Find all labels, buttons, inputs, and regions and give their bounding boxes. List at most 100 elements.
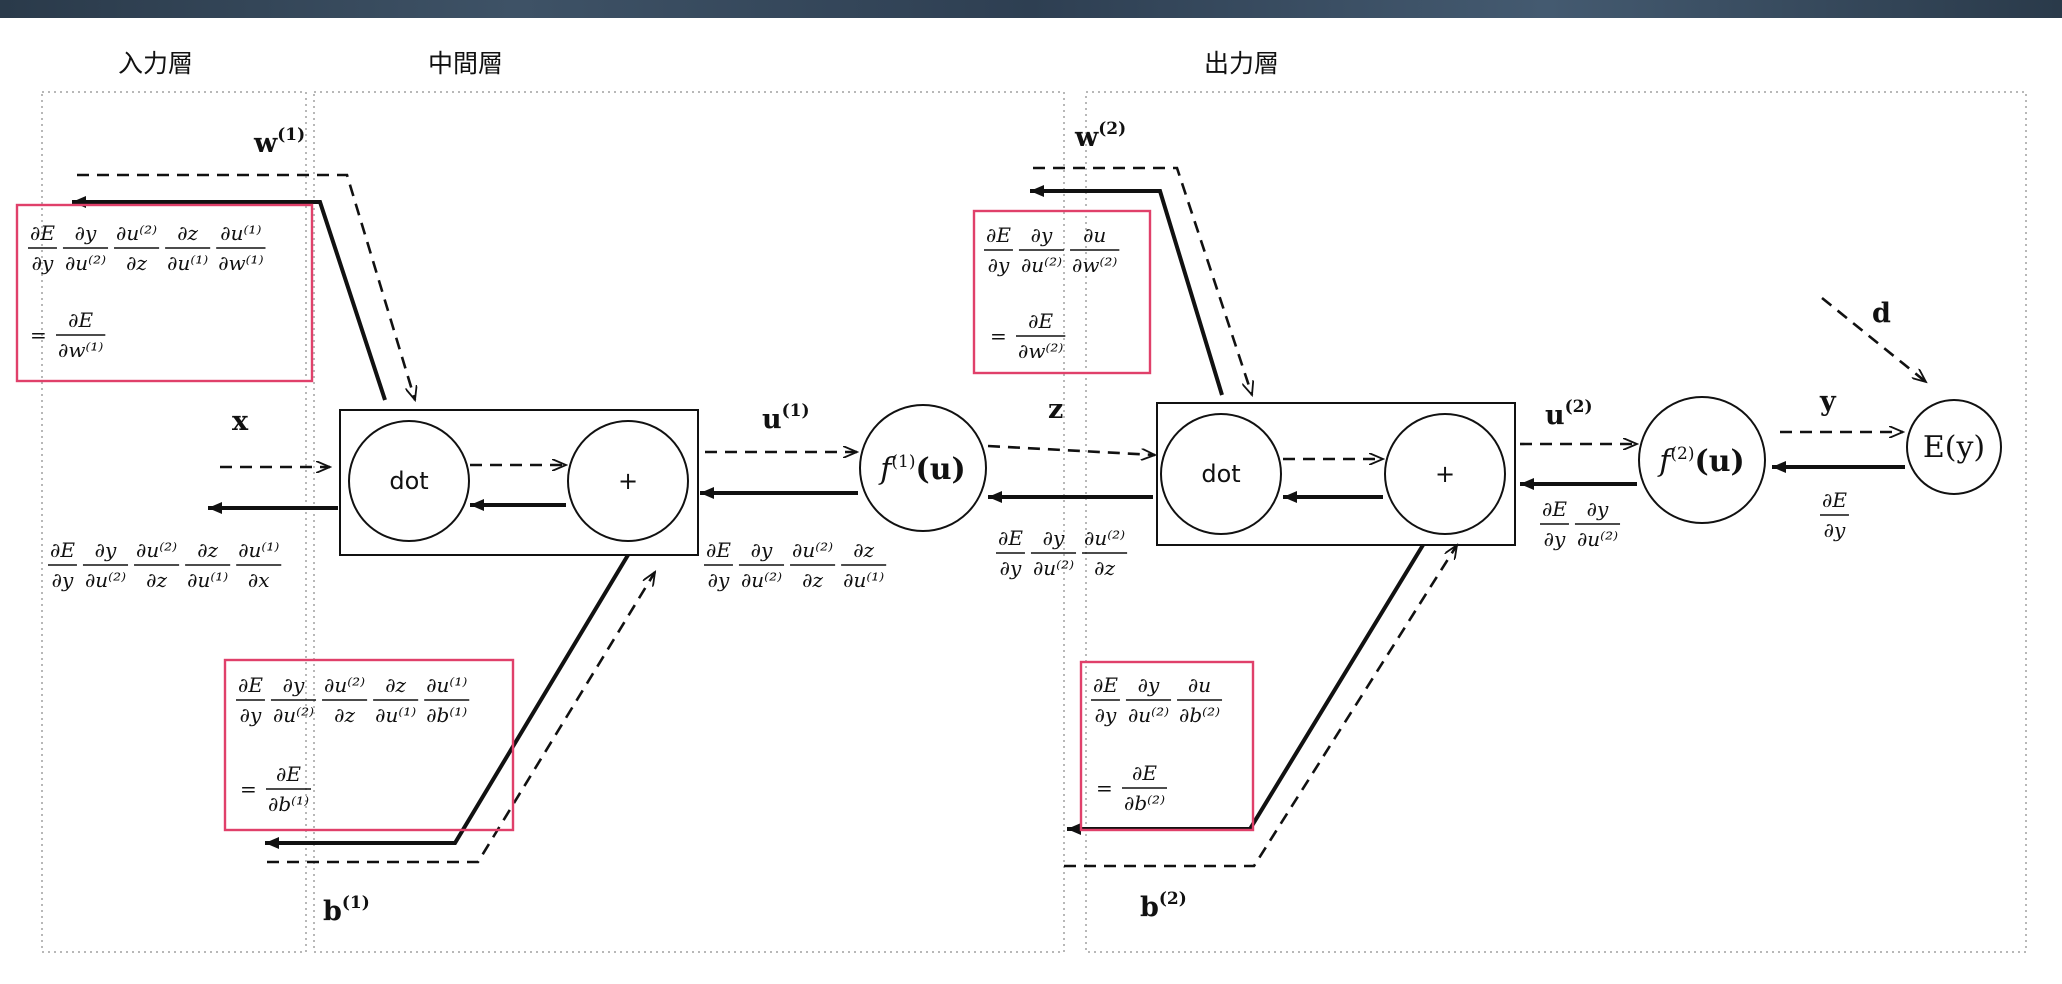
grad_b1-frac-3-den: ∂u⁽¹⁾: [375, 703, 416, 727]
grad_w2-result-den: ∂w⁽²⁾: [1018, 339, 1063, 363]
grad_x-frac-0: ∂E∂y: [48, 538, 77, 592]
grad_x-frac-3-num: ∂z: [197, 538, 218, 562]
grad_z-frac-1-num: ∂y: [1043, 526, 1065, 550]
window-top-bar: [0, 0, 2062, 18]
grad_u2-frac-0-num: ∂E: [1542, 497, 1567, 521]
grad-b2-box: [1079, 660, 1255, 832]
grad_w2-frac-1-num: ∂y: [1031, 223, 1053, 247]
input-layer-title: 入力層: [118, 49, 193, 78]
label-b2: b(2): [1140, 889, 1187, 923]
grad_u1-frac-2-num: ∂u⁽²⁾: [792, 538, 833, 562]
grad_w2-result: ∂E∂w⁽²⁾: [1016, 309, 1066, 363]
formula-grad-w2: ∂E∂y∂y∂u⁽²⁾∂u∂w⁽²⁾=∂E∂w⁽²⁾: [984, 223, 1120, 363]
grad_w1-frac-0-num: ∂E: [30, 221, 55, 245]
grad-w1-box: [15, 203, 314, 383]
grad_u2-frac-1: ∂y∂u⁽²⁾: [1574, 497, 1621, 551]
grad_w2-equals: =: [990, 324, 1007, 348]
grad_x-frac-3: ∂z ∂u⁽¹⁾: [185, 538, 231, 592]
grad_x-frac-1-den: ∂u⁽²⁾: [85, 568, 126, 592]
grad_u1-frac-3-den: ∂u⁽¹⁾: [843, 568, 884, 592]
grad_b1-frac-4-den: ∂b⁽¹⁾: [426, 703, 467, 727]
forward-w1: [77, 173, 415, 400]
formula-grad-b1: ∂E∂y∂y∂u⁽²⁾∂u⁽²⁾∂z∂z∂u⁽¹⁾∂u⁽¹⁾∂b⁽¹⁾=∂E∂b…: [236, 673, 470, 816]
formula-grad-z: ∂E∂y∂y∂u⁽²⁾∂u⁽²⁾∂z: [996, 526, 1128, 580]
grad_w1-result: ∂E∂w⁽¹⁾: [56, 308, 106, 362]
grad_u1-frac-1-den: ∂u⁽²⁾: [741, 568, 782, 592]
middle-layer-region: [313, 91, 1065, 953]
label-z: z: [1048, 394, 1063, 425]
grad_w2-frac-2-den: ∂w⁽²⁾: [1072, 253, 1117, 277]
grad_b2-frac-2: ∂u∂b⁽²⁾: [1177, 673, 1223, 727]
dot-node-2-label: dot: [1201, 460, 1240, 488]
grad_w1-frac-4-den: ∂w⁽¹⁾: [218, 251, 263, 275]
grad_b1-frac-0: ∂E∂y: [236, 673, 265, 727]
grad_b2-equals: =: [1096, 776, 1113, 800]
formula-grad-w1: ∂E∂y∂y∂u⁽²⁾∂u⁽²⁾∂z∂z∂u⁽¹⁾∂u⁽¹⁾∂w⁽¹⁾=∂E∂w…: [28, 221, 266, 362]
grad_w2-frac-0-den: ∂y: [988, 253, 1010, 277]
activation-node-1: [859, 404, 987, 532]
grad_x-frac-4-num: ∂u⁽¹⁾: [238, 538, 279, 562]
grad_u1-frac-0-den: ∂y: [708, 568, 730, 592]
loss-node-label: E(y): [1923, 430, 1985, 465]
forward-b1: [267, 572, 655, 864]
grad_b2-frac-1-num: ∂y: [1138, 673, 1160, 697]
output-layer-title: 出力層: [1204, 49, 1279, 78]
grad_w2-frac-0: ∂E∂y: [984, 223, 1013, 277]
grad_w1-frac-1: ∂y∂u⁽²⁾: [62, 221, 109, 275]
grad_y-frac-0-den: ∂y: [1824, 518, 1846, 542]
grad_b1-result: ∂E∂b⁽¹⁾: [266, 762, 311, 816]
label-u1: u(1): [762, 401, 810, 435]
grad_w2-frac-1: ∂y ∂u⁽²⁾: [1018, 223, 1065, 277]
grad_b1-frac-0-num: ∂E: [238, 673, 263, 697]
label-b1: b(1): [323, 893, 370, 927]
backward-b2: [1067, 543, 1425, 835]
loss-node: [1906, 399, 2002, 495]
grad_x-frac-2-den: ∂z: [146, 568, 167, 592]
grad_b1-frac-2-den: ∂z: [334, 703, 355, 727]
grad_u1-frac-1-num: ∂y: [751, 538, 773, 562]
grad_b2-result: ∂E∂b⁽²⁾: [1122, 761, 1167, 815]
grad_z-frac-1: ∂y∂u⁽²⁾: [1030, 526, 1077, 580]
grad_w1-frac-0-den: ∂y: [32, 251, 54, 275]
grad_w1-frac-1-num: ∂y: [75, 221, 97, 245]
activation-node-2-label: f(2)(u): [1657, 444, 1744, 479]
output-layer-region: [1085, 91, 2027, 953]
grad_w2-frac-2-num: ∂u: [1083, 223, 1106, 247]
grad_b1-frac-3-num: ∂z: [385, 673, 406, 697]
grad_b2-frac-0-den: ∂y: [1095, 703, 1117, 727]
grad_z-frac-0-den: ∂y: [1000, 556, 1022, 580]
grad_u1-frac-0: ∂E ∂y: [704, 538, 733, 592]
grad_b2-result-den: ∂b⁽²⁾: [1124, 791, 1165, 815]
grad_w2-frac-1-den: ∂u⁽²⁾: [1021, 253, 1062, 277]
activation-node-2: [1638, 396, 1766, 524]
grad_u1-frac-2-den: ∂z: [802, 568, 823, 592]
forward-d: [1821, 296, 1926, 382]
input-layer-region: [41, 91, 307, 953]
formula-grad-y: ∂E ∂y: [1820, 488, 1849, 542]
grad_b1-frac-1-den: ∂u⁽²⁾: [273, 703, 314, 727]
grad_x-frac-0-den: ∂y: [52, 568, 74, 592]
grad_w1-frac-3-num: ∂z: [177, 221, 198, 245]
grad_x-frac-3-den: ∂u⁽¹⁾: [187, 568, 228, 592]
grad_u1-frac-1: ∂y ∂u⁽²⁾: [738, 538, 785, 592]
backward-b1: [265, 553, 630, 849]
grad_b1-frac-2: ∂u⁽²⁾∂z: [322, 673, 368, 727]
grad_b1-equals: =: [240, 777, 257, 801]
grad_b2-frac-0: ∂E∂y: [1091, 673, 1120, 727]
dot-node-1-label: dot: [389, 467, 428, 495]
grad_y-frac-0-num: ∂E: [1822, 488, 1847, 512]
grad_u1-frac-3: ∂z∂u⁽¹⁾: [841, 538, 887, 592]
grad_b2-frac-2-num: ∂u: [1188, 673, 1211, 697]
grad_x-frac-1-num: ∂y: [95, 538, 117, 562]
label-x: x: [232, 406, 249, 437]
grad_b1-frac-1: ∂y ∂u⁽²⁾: [270, 673, 317, 727]
forward-z: [987, 444, 1155, 455]
grad_u1-frac-0-num: ∂E: [706, 538, 731, 562]
grad_w1-frac-3: ∂z ∂u⁽¹⁾: [165, 221, 211, 275]
plus-node-2: [1384, 413, 1506, 535]
plus-node-1-label: +: [618, 467, 638, 495]
grad_w1-frac-3-den: ∂u⁽¹⁾: [167, 251, 208, 275]
formula-grad-b2: ∂E∂y∂y∂u⁽²⁾∂u∂b⁽²⁾=∂E∂b⁽²⁾: [1091, 673, 1223, 815]
grad_b1-frac-4: ∂u⁽¹⁾∂b⁽¹⁾: [424, 673, 470, 727]
grad_b1-frac-1-num: ∂y: [283, 673, 305, 697]
